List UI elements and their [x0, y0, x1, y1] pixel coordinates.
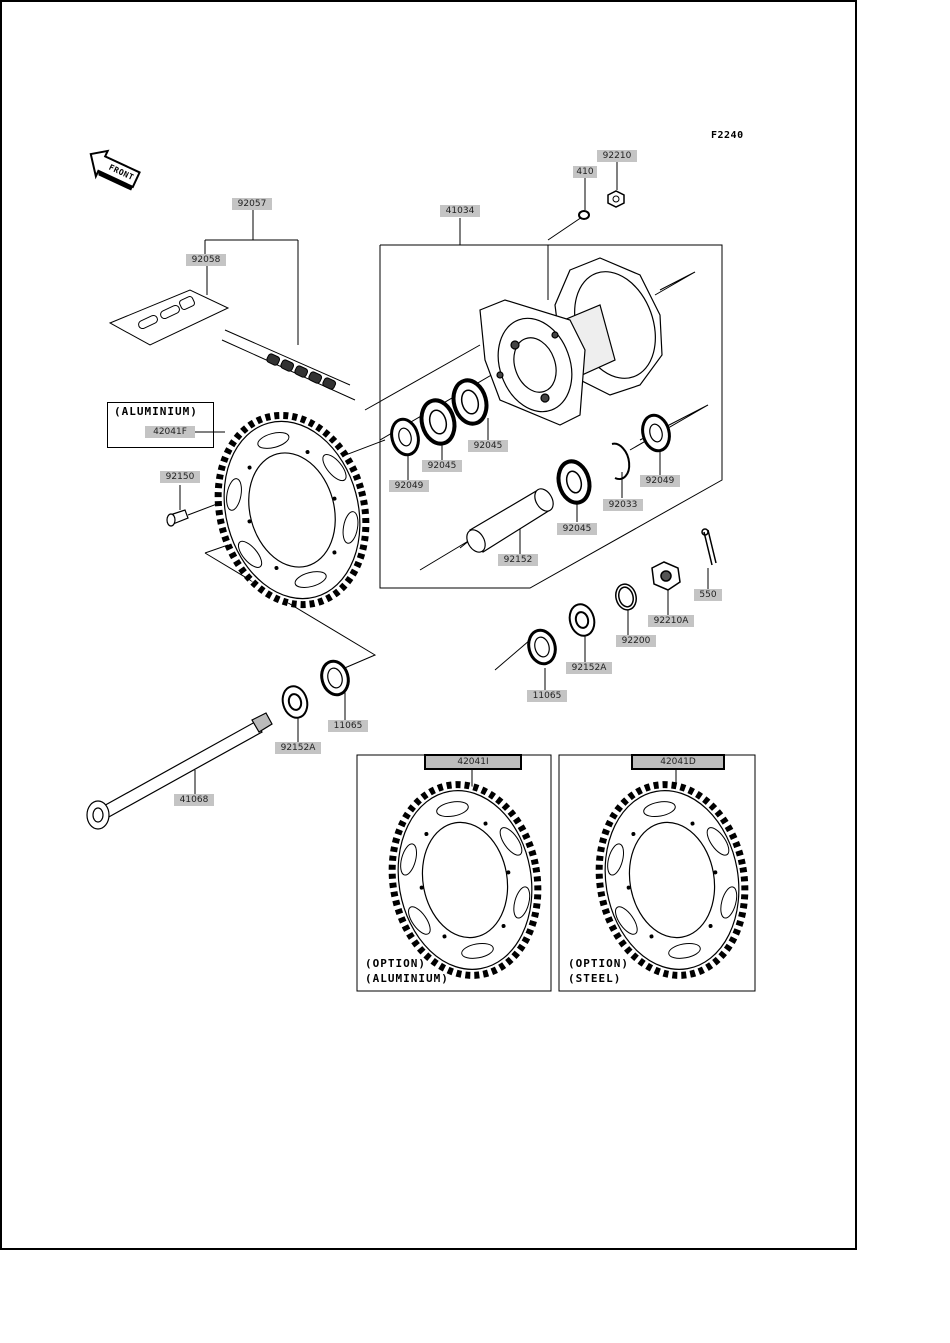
aluminium-note: (ALUMINIUM) [114, 405, 198, 418]
rear-axle-41068 [86, 712, 273, 830]
part-label-42041I[interactable]: 42041I [424, 754, 522, 770]
part-label-92045-b[interactable]: 92045 [468, 440, 508, 452]
collar-92152A-left [281, 685, 309, 719]
part-label-42041D[interactable]: 42041D [631, 754, 725, 770]
seal-11065-right [527, 628, 557, 666]
part-label-92045-a[interactable]: 92045 [422, 460, 462, 472]
bearing-92045-c [556, 459, 592, 505]
option-steel-note-line2: (STEEL) [568, 972, 622, 985]
rear-wheel-hub [479, 257, 663, 426]
front-arrow-icon [89, 149, 141, 191]
option-aluminium-note-line2: (ALUMINIUM) [365, 972, 449, 985]
part-label-92058[interactable]: 92058 [186, 254, 226, 266]
part-label-92045-c[interactable]: 92045 [557, 523, 597, 535]
part-label-92150[interactable]: 92150 [160, 471, 200, 483]
part-label-11065-left[interactable]: 11065 [328, 720, 368, 732]
part-label-92152A-right[interactable]: 92152A [566, 662, 612, 674]
collar-92152A-right [568, 603, 596, 637]
spacer-pipe-92152 [466, 488, 554, 553]
washer-92200 [615, 583, 637, 611]
seal-92049-right [641, 413, 671, 453]
part-label-92152[interactable]: 92152 [498, 554, 538, 566]
bolt-410 [578, 210, 590, 220]
part-label-92152A-left[interactable]: 92152A [275, 742, 321, 754]
drive-chain [108, 289, 356, 401]
page-frame [0, 0, 857, 1250]
circlip-92033 [611, 442, 631, 481]
part-label-92210A[interactable]: 92210A [648, 615, 694, 627]
nut-92210 [607, 190, 625, 208]
part-label-92200[interactable]: 92200 [616, 635, 656, 647]
part-label-92057[interactable]: 92057 [232, 198, 272, 210]
bearing-92045-b [451, 378, 489, 426]
part-label-41034[interactable]: 41034 [440, 205, 480, 217]
figure-code: F2240 [711, 130, 744, 141]
seal-11065-left [320, 659, 350, 697]
seal-92049-left [390, 417, 420, 457]
part-label-410[interactable]: 410 [573, 166, 597, 178]
bearing-92045-a [419, 398, 457, 446]
castle-nut-92210A [651, 561, 681, 591]
aluminium-note-box [107, 402, 214, 448]
option-steel-note-line1: (OPTION) [568, 957, 629, 970]
option-sprocket-steel [584, 773, 759, 987]
rear-sprocket-aluminium [214, 411, 370, 609]
part-label-92210[interactable]: 92210 [597, 150, 637, 162]
part-label-92049-right[interactable]: 92049 [640, 475, 680, 487]
option-aluminium-note-line1: (OPTION) [365, 957, 426, 970]
part-label-550[interactable]: 550 [694, 589, 722, 601]
part-label-92033[interactable]: 92033 [603, 499, 643, 511]
option-sprocket-aluminium [377, 773, 552, 987]
bolt-92150 [166, 509, 189, 527]
cotter-pin-550 [701, 528, 717, 566]
part-label-11065-right[interactable]: 11065 [527, 690, 567, 702]
part-label-42041F[interactable]: 42041F [145, 426, 195, 438]
part-label-41068[interactable]: 41068 [174, 794, 214, 806]
part-label-92049-left[interactable]: 92049 [389, 480, 429, 492]
